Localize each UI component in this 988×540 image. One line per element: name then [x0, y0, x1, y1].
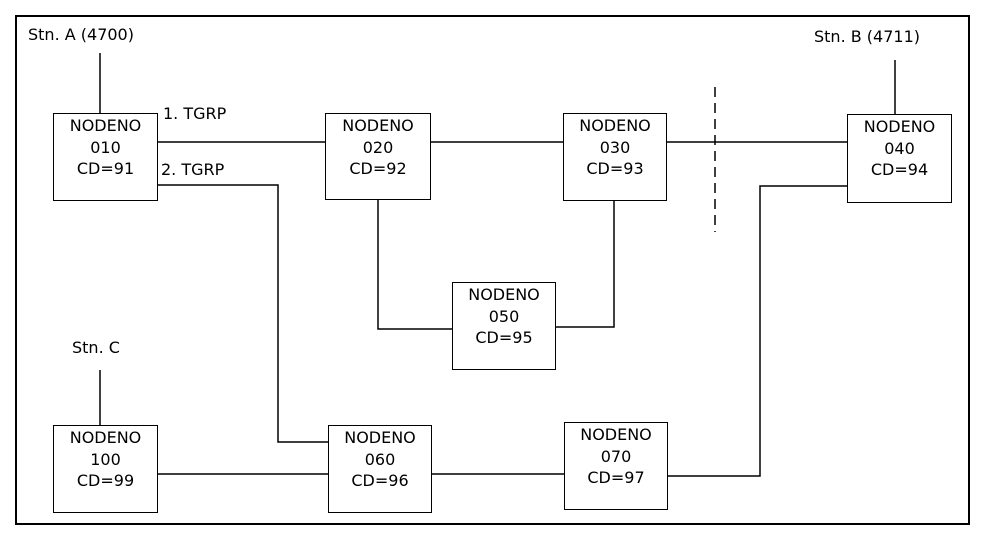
node-050: NODENO 050 CD=95 — [452, 282, 556, 370]
tgrp-1-label: 1. TGRP — [163, 104, 227, 123]
node-title: NODENO — [69, 428, 142, 447]
node-title: NODENO — [344, 428, 416, 447]
link-070-040 — [667, 185, 848, 477]
node-title: NODENO — [863, 117, 936, 136]
node-040: NODENO 040 CD=94 — [847, 114, 952, 203]
node-cd: CD=97 — [587, 468, 645, 487]
node-cd: CD=91 — [76, 159, 135, 178]
node-number: 040 — [884, 138, 915, 158]
node-060: NODENO 060 CD=96 — [328, 425, 432, 513]
node-cd: CD=92 — [349, 159, 407, 178]
node-cd: CD=94 — [870, 160, 929, 179]
station-a-label: Stn. A (4700) — [28, 25, 134, 44]
node-number: 010 — [90, 137, 121, 157]
link-020-050 — [377, 200, 452, 330]
node-cd: CD=99 — [76, 471, 135, 490]
node-100: NODENO 100 CD=99 — [53, 425, 158, 513]
node-030: NODENO 030 CD=93 — [563, 113, 667, 201]
node-title: NODENO — [342, 116, 414, 135]
station-b-label: Stn. B (4711) — [814, 27, 921, 46]
node-cd: CD=95 — [475, 328, 533, 347]
node-number: 060 — [364, 449, 396, 469]
node-number: 050 — [488, 306, 520, 326]
node-020: NODENO 020 CD=92 — [325, 113, 431, 200]
node-number: 020 — [362, 137, 394, 157]
node-title: NODENO — [579, 116, 651, 135]
node-cd: CD=93 — [586, 159, 644, 178]
station-c-label: Stn. C — [72, 338, 120, 357]
node-number: 070 — [600, 446, 632, 466]
node-070: NODENO 070 CD=97 — [564, 422, 668, 510]
node-number: 100 — [90, 449, 121, 469]
node-title: NODENO — [468, 285, 540, 304]
node-010: NODENO 010 CD=91 — [53, 113, 158, 201]
node-title: NODENO — [69, 116, 142, 135]
link-050-030 — [555, 200, 615, 328]
node-title: NODENO — [580, 425, 652, 444]
tgrp-2-label: 2. TGRP — [161, 160, 225, 179]
node-number: 030 — [599, 137, 631, 157]
diagram-frame — [15, 15, 970, 525]
node-cd: CD=96 — [351, 471, 409, 490]
link-010-060 — [157, 184, 328, 443]
